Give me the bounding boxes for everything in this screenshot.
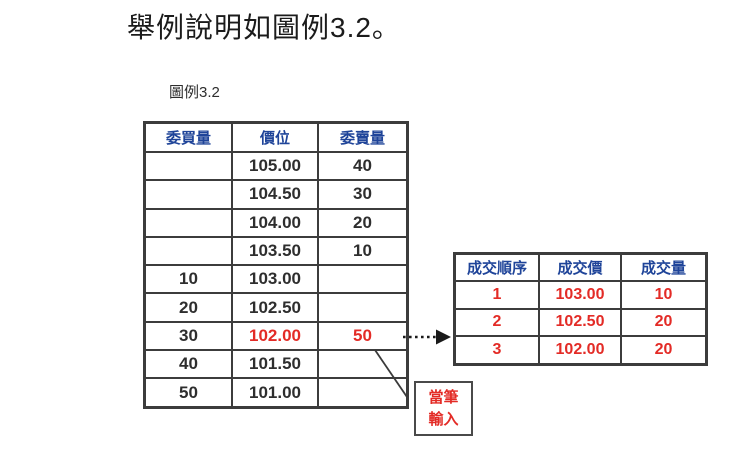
cell-ask-volume [317,264,409,295]
cell-trade-order: 2 [453,307,540,338]
page-title: 舉例說明如圖例3.2。 [127,12,401,43]
column-header-bid-volume: 委買量 [143,121,233,153]
table-row: 2 102.50 20 [453,307,708,338]
column-header-trade-price: 成交價 [538,252,622,282]
cell-trade-volume: 10 [620,280,708,310]
column-header-trade-volume: 成交量 [620,252,708,282]
callout-line-2: 輸入 [428,410,459,428]
table-row: 105.00 40 [143,150,409,182]
table-row: 10 103.00 [143,264,409,295]
table-row: 40 101.50 [143,349,409,380]
cell-price: 101.50 [231,349,319,380]
column-header-price: 價位 [231,121,319,153]
cell-price: 105.00 [231,150,319,182]
cell-bid-volume [143,207,233,238]
cell-price-highlighted: 102.00 [231,320,319,352]
table-row: 104.50 30 [143,179,409,210]
table-row: 20 102.50 [143,292,409,323]
cell-price: 102.50 [231,292,319,323]
cell-ask-volume-highlighted: 50 [317,320,409,352]
cell-ask-volume [317,377,409,409]
cell-bid-volume: 40 [143,349,233,380]
cell-price: 103.50 [231,235,319,267]
table-row-highlighted: 30 102.00 50 [143,320,409,352]
column-header-trade-order: 成交順序 [453,252,540,282]
callout-box: 當筆 輸入 [414,381,473,436]
arrow-head-icon [436,329,451,345]
table-row: 1 103.00 10 [453,280,708,310]
cell-trade-price: 103.00 [538,280,622,310]
table-row: 103.50 10 [143,235,409,267]
trades-table: 成交順序 成交價 成交量 1 103.00 10 2 102.50 20 3 1… [453,252,708,366]
table-row: 3 102.00 20 [453,335,708,366]
table-row: 104.00 20 [143,207,409,238]
cell-trade-order: 1 [453,280,540,310]
cell-price: 103.00 [231,264,319,295]
cell-ask-volume: 30 [317,179,409,210]
cell-ask-volume: 10 [317,235,409,267]
cell-trade-volume: 20 [620,335,708,366]
cell-price: 104.50 [231,179,319,210]
order-book-header-row: 委買量 價位 委賣量 [143,121,409,153]
cell-bid-volume: 50 [143,377,233,409]
cell-ask-volume: 40 [317,150,409,182]
cell-bid-volume [143,179,233,210]
table-row: 50 101.00 [143,377,409,409]
cell-trade-price: 102.00 [538,335,622,366]
cell-bid-volume [143,150,233,182]
cell-price: 101.00 [231,377,319,409]
cell-bid-volume: 20 [143,292,233,323]
column-header-ask-volume: 委賣量 [317,121,409,153]
trades-header-row: 成交順序 成交價 成交量 [453,252,708,282]
figure-label: 圖例3.2 [169,84,220,101]
cell-ask-volume [317,292,409,323]
cell-trade-order: 3 [453,335,540,366]
cell-bid-volume: 10 [143,264,233,295]
callout-line-1: 當筆 [428,388,459,406]
cell-bid-volume [143,235,233,267]
cell-bid-volume: 30 [143,320,233,352]
cell-price: 104.00 [231,207,319,238]
cell-trade-volume: 20 [620,307,708,338]
order-book-table: 委買量 價位 委賣量 105.00 40 104.50 30 104.00 20… [143,121,409,409]
cell-ask-volume [317,349,409,380]
cell-ask-volume: 20 [317,207,409,238]
cell-trade-price: 102.50 [538,307,622,338]
